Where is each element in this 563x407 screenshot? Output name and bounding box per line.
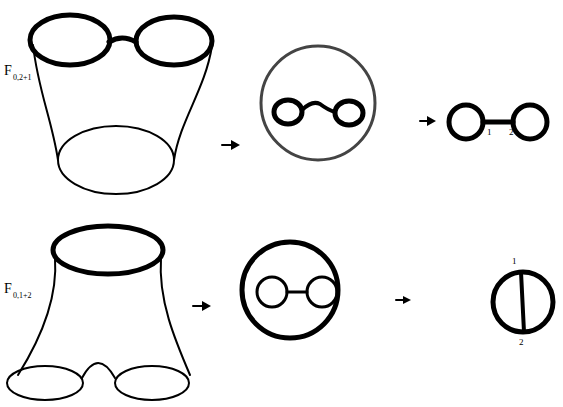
arrow	[222, 144, 232, 146]
boundary-circle	[257, 277, 287, 307]
callout-number: 2	[519, 338, 524, 347]
graph-edge	[483, 120, 513, 125]
surface-name: F	[4, 64, 12, 78]
graph-loop	[449, 105, 483, 139]
arrow-head	[427, 116, 436, 126]
surface-side	[82, 363, 115, 378]
boundary-circle	[307, 277, 337, 307]
graph-edge	[521, 272, 524, 332]
graph-loop	[513, 105, 547, 139]
boundary-circle	[115, 366, 189, 400]
surface-subscript: 0,1+2	[13, 292, 32, 300]
surface-side	[18, 258, 55, 375]
boundary-circle	[335, 101, 363, 125]
boundary-circle	[274, 100, 302, 124]
surface-side	[33, 45, 58, 160]
boundary-circle	[53, 226, 163, 274]
arrow	[420, 120, 428, 122]
disk	[242, 242, 338, 338]
boundary-circle	[58, 126, 174, 194]
callout-number: 2	[509, 128, 514, 137]
surface-subscript: 0,2+1	[13, 74, 32, 82]
arrow-head	[231, 140, 240, 150]
arrow	[396, 299, 404, 301]
disk	[261, 46, 375, 160]
graph-loop	[493, 272, 553, 332]
surface-side	[161, 258, 190, 375]
band	[302, 103, 335, 112]
boundary-circle	[30, 15, 110, 65]
callout-number: 1	[512, 257, 517, 266]
surface-side	[174, 46, 212, 160]
arrow-head	[403, 296, 411, 304]
boundary-circle	[7, 366, 83, 400]
band	[109, 38, 136, 42]
arrow-head	[202, 301, 211, 311]
band	[287, 291, 307, 294]
boundary-circle	[136, 17, 212, 65]
arrow	[193, 305, 203, 307]
surface-name: F	[4, 282, 12, 296]
callout-number: 1	[487, 128, 492, 137]
